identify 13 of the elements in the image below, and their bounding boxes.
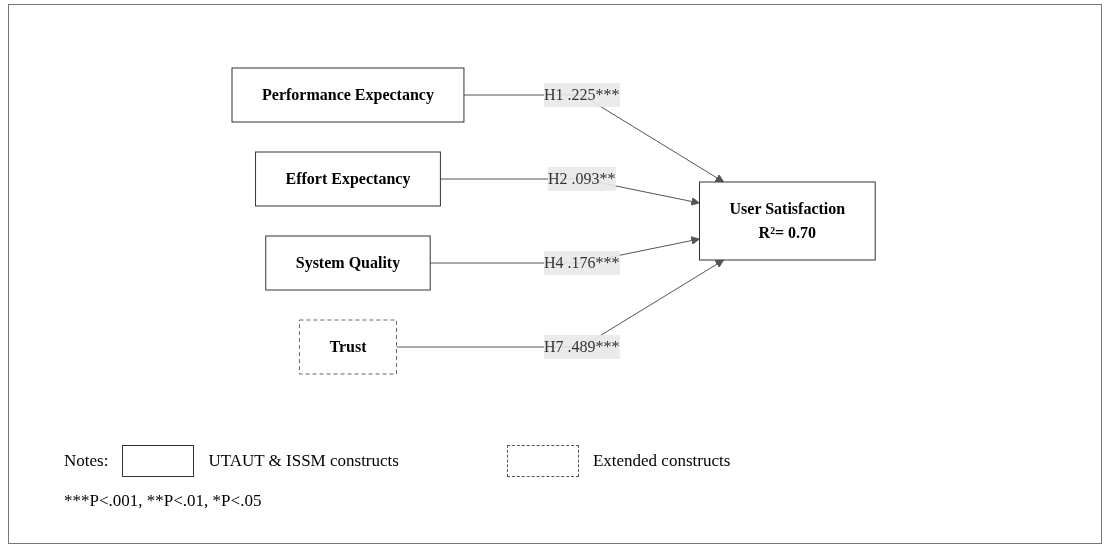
edge-label: H1 .225*** [544, 86, 620, 103]
node-box: User Satisfaction R²= 0.70 [699, 181, 877, 261]
significance-note: ***P<.001, **P<.01, *P<.05 [64, 491, 263, 511]
node-box: Performance Expectancy [231, 67, 465, 123]
edge-label: H4 .176*** [544, 254, 620, 271]
legend-text: Extended constructs [592, 451, 731, 471]
edge-label: H2 .093** [548, 170, 616, 187]
notes-label: Notes: [64, 451, 109, 471]
node-box: Effort Expectancy [255, 151, 442, 207]
node-box: Trust [299, 319, 398, 375]
legend-text: UTAUT & ISSM constructs [208, 451, 399, 471]
edge-label: H7 .489*** [544, 338, 620, 355]
node-box: System Quality [265, 235, 432, 291]
